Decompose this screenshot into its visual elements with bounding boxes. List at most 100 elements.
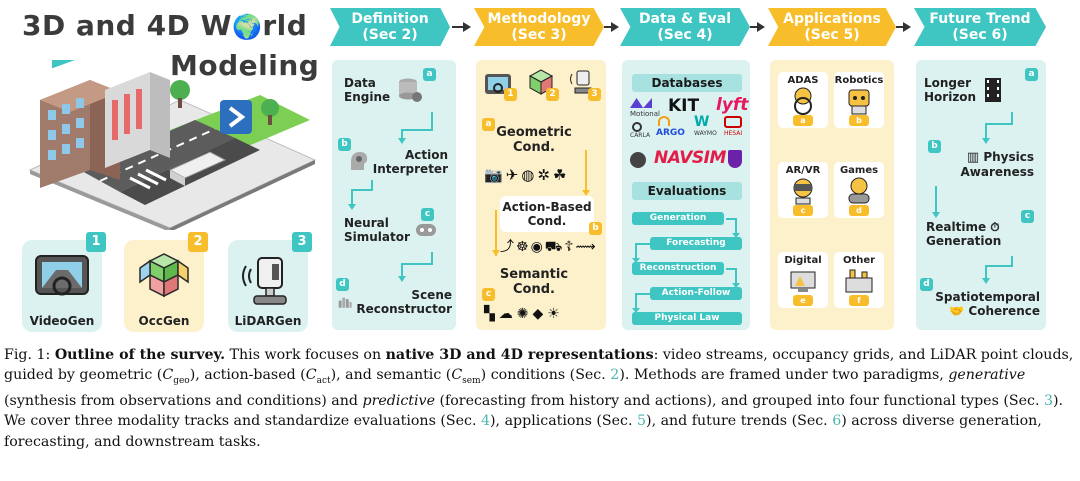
stage-header-data-eval: Data & Eval (Sec 4) [620,8,750,46]
logo-lyft: lyft [716,95,749,115]
app-label: Robotics [834,75,884,86]
caption-text: ) conditions (Sec. [480,367,611,384]
evaluations-header: Evaluations [632,182,742,200]
caption-cond-sem: C [451,367,463,384]
methodology-semantic-cond: c Semantic Cond. [482,262,582,302]
videogen-card: 1 VideoGen [22,232,106,332]
caption-sub-sem: sem [462,376,481,387]
flow-arrow-head [611,22,619,32]
definition-item-neural-simulator: c Neural Simulator [340,208,440,250]
item-label-line2: Engine [344,90,391,104]
future-flow-lines [932,112,1013,284]
stopwatch-icon: ⏱ [990,220,1000,234]
caption-sub-geo: geo [173,376,190,387]
cond-label-line1: Action-Based [502,200,592,214]
semantic-cond-icons: ▚☁✺◆☀ [484,306,564,322]
lidargen-card: 3 LiDARGen [228,232,312,332]
stage-section: (Sec 4) [657,27,713,43]
stage-title: Applications [783,11,881,27]
caption-ref-sec6[interactable]: 6 [832,413,842,430]
factory-icon [845,269,873,293]
flow-arrow-head [757,22,765,32]
weather-icon: ☀ [547,306,564,322]
caption-ref-sec4[interactable]: 4 [480,413,491,430]
gamepad-icon [415,224,436,236]
stage-header-definition: Definition (Sec 2) [330,8,450,46]
flow-arrow-shaft [896,26,904,28]
qr-icon: ▚ [484,306,499,322]
databases-header: Databases [632,74,742,92]
navsim-swirl-icon [630,152,646,168]
future-label-line1: Spatiotemporal [935,290,1040,304]
future-label-line1: Realtime ⏱ [926,220,1026,234]
geometric-cond-icons: 📷✈◍✲☘ [484,166,569,184]
caption-fig-label: Fig. 1: [4,347,51,363]
figure-title-line2: Modeling [170,49,320,82]
methodology-flow-lines [492,150,590,256]
figure-caption: Fig. 1: Outline of the survey. This work… [4,345,1076,452]
caption-text: ). Methods are framed under two paradigm… [619,367,949,384]
eval-flow-lines [632,218,740,313]
voxel-cube-icon [139,253,189,298]
app-label: Digital [784,255,822,266]
future-realtime-generation: c Realtime ⏱ Generation [922,210,1034,254]
app-badge: f [849,295,869,306]
gen-label-occgen: OccGen [138,314,190,328]
future-spatiotemporal-coherence: d Spatiotemporal 🤝 Coherence [920,278,1040,324]
caption-ref-sec2[interactable]: 2 [610,367,620,384]
future-badge: c [1021,210,1034,223]
waymo-mark-icon: W [694,114,710,130]
figure-title-line1: 3D and 4D W🌍rld [22,12,307,40]
motorbike-icon: ☸ [516,239,531,255]
app-badge: b [849,115,869,126]
cond-label-line2: Cond. [513,282,555,297]
future-label-text: Coherence [968,304,1040,318]
future-label-text: Realtime [926,220,987,234]
cond-badge: b [589,222,602,235]
camera-icon: 📷 [484,166,506,184]
flow-arrow-shaft [750,26,758,28]
caption-ref-sec3[interactable]: 3 [1043,393,1054,410]
stage-section: (Sec 5) [804,27,860,43]
stage-header-future-trend: Future Trend (Sec 6) [914,8,1046,46]
app-digital: Digital e [778,252,828,308]
gen-label-videogen: VideoGen [29,314,95,328]
app-ar-vr: AR/VR c [778,162,828,218]
head-gear-icon [350,152,367,170]
stage-title: Future Trend [929,11,1031,27]
app-badge: e [793,295,813,306]
item-label-line2: Interpreter [372,162,448,176]
item-badge: d [336,278,349,291]
eval-reconstruction: Reconstruction [632,262,724,275]
future-label-text: Physics [983,149,1034,164]
future-label-line2: Awareness [960,164,1035,179]
globe-grid-icon: ◍ [521,166,538,184]
gen-badge-3: 3 [292,232,312,252]
chat-icon: ☁ [498,306,517,322]
caption-bold-native: native 3D and 4D representations [385,347,654,363]
gamer-icon [848,177,870,204]
logo-hesai: HESAI [724,130,743,137]
film-strip-icon [985,78,1002,102]
caption-text: ) across diverse generation, forecasting… [4,413,1042,450]
stage-section: (Sec 6) [952,27,1008,43]
app-games: Games d [834,162,884,218]
globe-icon: 🌍 [231,13,263,41]
future-badge: d [920,278,933,291]
item-badge: a [423,68,436,81]
methodology-modality-icons: 1 2 3 [482,66,602,106]
definition-item-action-interpreter: b Action Interpreter [338,138,450,182]
future-badge: a [1025,68,1038,81]
waypoint-icon: ⟿ [575,239,598,255]
cond-label-line1: Geometric [496,125,572,140]
motional-mark-icon [630,98,652,108]
tag-icon: ◆ [532,306,548,322]
caption-ref-sec5[interactable]: 5 [637,413,647,430]
university-crest-icon [728,150,742,168]
methodology-geometric-cond: a Geometric Cond. [482,118,582,160]
cond-label-line2: Cond. [513,140,555,155]
eval-action-follow: Action-Follow [650,287,742,300]
app-badge: a [793,115,813,126]
gen-label-lidargen: LiDARGen [234,314,302,328]
app-robotics: Robotics b [834,72,884,128]
